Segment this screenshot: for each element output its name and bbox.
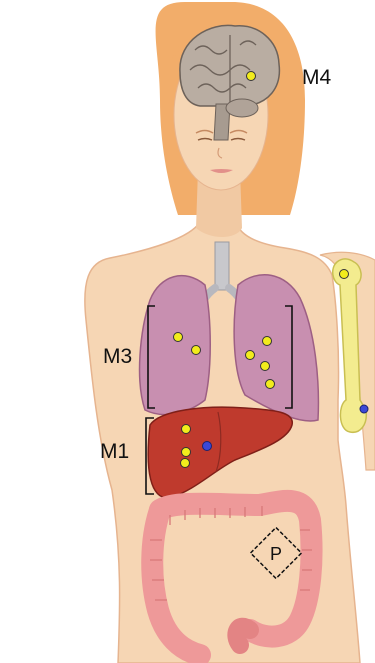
dot-lung [174, 333, 183, 342]
dot-liver [182, 448, 191, 457]
dot-brain [247, 72, 256, 81]
cerebellum [226, 99, 258, 117]
dot-lung [192, 346, 201, 355]
dot-humerus [340, 270, 349, 279]
dot-liver [181, 459, 190, 468]
dot-liver [182, 425, 191, 434]
dot-lung [263, 337, 272, 346]
label-m1: M1 [100, 440, 129, 463]
dot-lung [266, 380, 275, 389]
dot-lung [261, 362, 270, 371]
label-m3: M3 [103, 345, 132, 368]
label-m4: M4 [302, 66, 331, 89]
dot-humerus-blue [360, 405, 368, 413]
dot-lung [246, 351, 255, 360]
dot-liver-blue [203, 442, 212, 451]
label-p: P [270, 544, 282, 564]
